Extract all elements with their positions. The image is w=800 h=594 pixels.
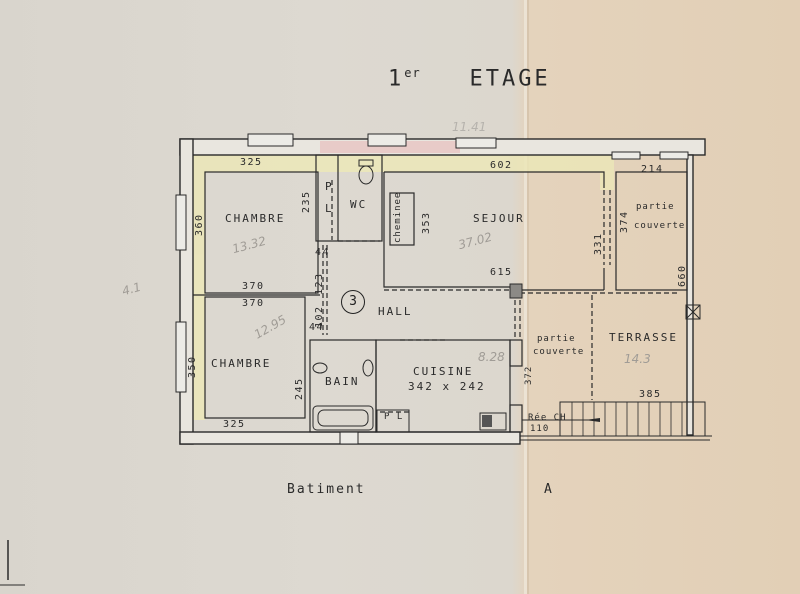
dim-sejour-bottom: 615 (490, 267, 513, 278)
dim-sejour-height: 353 (421, 211, 432, 234)
dim-chambre2-top: 370 (242, 298, 265, 309)
label-partie-couverte-1a: partie (636, 202, 675, 212)
dim-sejour-right: 331 (593, 232, 604, 255)
room-label-placard-p: P (325, 180, 334, 193)
building-label: Batiment (287, 482, 366, 497)
room-label-cheminee: cheminee (393, 191, 403, 243)
room-label-hall: HALL (378, 305, 413, 318)
label-rdc-value: 110 (530, 424, 550, 434)
dim-chambre2-bottom: 325 (223, 419, 246, 430)
dim-chambre2-height: 350 (187, 355, 198, 378)
room-label-chambre-1: CHAMBRE (225, 212, 286, 225)
apartment-number-badge: 3 (341, 290, 365, 314)
label-partie-couverte-2b: couverte (533, 347, 585, 357)
dim-kitchen-side: 372 (524, 365, 534, 385)
room-label-sejour: SEJOUR (473, 212, 525, 225)
label-partie-couverte-2a: partie (537, 334, 576, 344)
room-label-placard-2: P L (384, 412, 404, 422)
dim-chambre1-width: 325 (240, 157, 263, 168)
room-label-placard-l: L (325, 202, 334, 215)
room-label-cuisine: CUISINE (413, 365, 474, 378)
highlight-band (193, 155, 614, 420)
dim-hall-44-top: 44 (315, 247, 331, 258)
pencil-area-terrasse: 14.3 (624, 352, 651, 366)
floor-title: 1er ETAGE (388, 66, 551, 92)
dim-chambre1-bottom: 370 (242, 281, 265, 292)
paper-fold-shadow (527, 0, 529, 594)
room-label-chambre-2: CHAMBRE (211, 357, 272, 370)
paper-fold (524, 0, 527, 594)
dim-terrasse-total-height: 660 (677, 264, 688, 287)
dim-couverte-width: 214 (641, 164, 664, 175)
room-label-terrasse: TERRASSE (609, 331, 678, 344)
dim-hall-44-bottom: 44 (309, 322, 325, 333)
building-letter: A (544, 482, 554, 497)
dim-hall-123: 123 (314, 272, 325, 295)
dim-couverte-height: 374 (619, 210, 630, 233)
label-rdc: Rée CH (528, 413, 567, 423)
label-partie-couverte-1b: couverte (634, 221, 686, 231)
dim-terrasse-width: 385 (639, 389, 662, 400)
room-label-bain: BAIN (325, 375, 360, 388)
pencil-area-cuisine: 8.28 (478, 350, 505, 364)
cuisine-dimensions: 342 x 242 (408, 380, 486, 393)
dim-bain-height: 245 (294, 377, 305, 400)
pencil-note-total: 11.41 (452, 120, 487, 134)
room-label-wc: WC (350, 198, 368, 211)
dim-sejour-top: 602 (490, 160, 513, 171)
dim-placard-height: 235 (301, 190, 312, 213)
dim-chambre1-height: 360 (194, 213, 205, 236)
